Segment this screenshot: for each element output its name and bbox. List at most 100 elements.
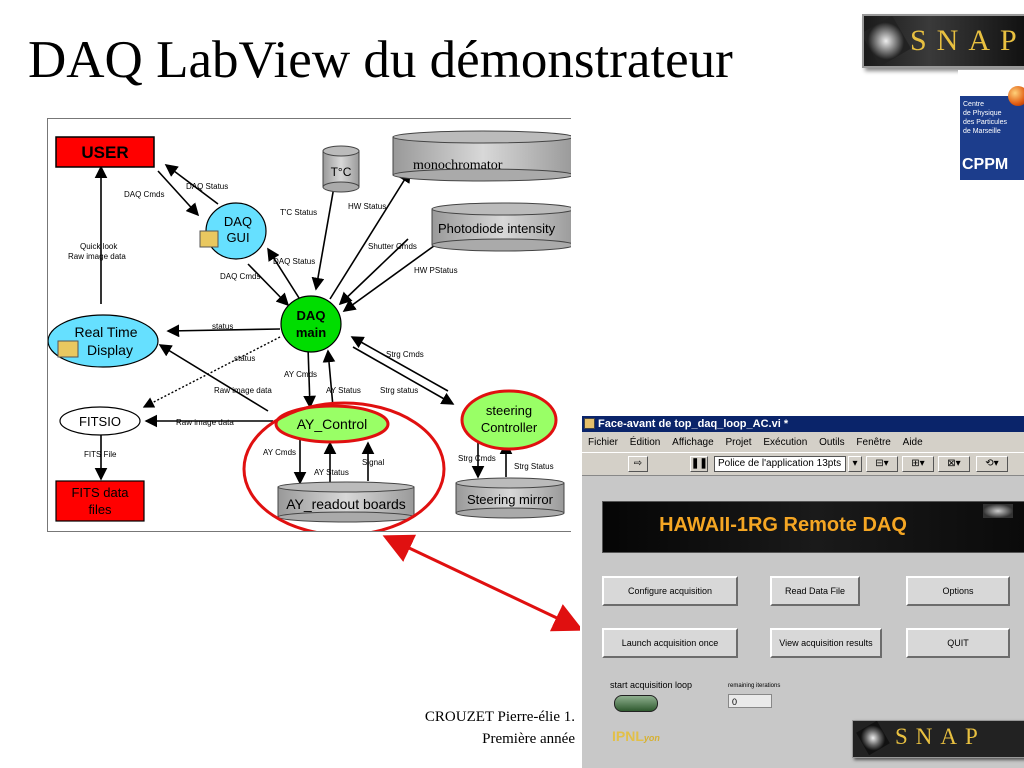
node-tc bbox=[322, 150, 360, 188]
menu-projet[interactable]: Projet bbox=[725, 437, 752, 448]
edge-label: status bbox=[212, 322, 233, 331]
node-ay-control-label: AY_Control bbox=[297, 416, 368, 432]
folder-icon bbox=[199, 230, 219, 248]
edge-label: Strg Status bbox=[514, 462, 554, 471]
menu-affichage[interactable]: Affichage bbox=[672, 437, 714, 448]
arrow-strg-cmds bbox=[350, 336, 449, 392]
arrow-daq-cmds-gui bbox=[157, 170, 200, 217]
remaining-iterations-indicator: 0 bbox=[728, 694, 772, 708]
cppm-abbr: CPPM bbox=[962, 156, 1009, 173]
pause-icon[interactable]: ❚❚ bbox=[690, 456, 708, 472]
footer-author: CROUZET Pierre-élie 1. bbox=[424, 709, 575, 725]
quit-button[interactable]: QUIT bbox=[906, 628, 1010, 658]
ipnl-sub: yon bbox=[643, 733, 660, 743]
arrow-ay-cmds-main bbox=[303, 346, 317, 409]
edge-label: HW Status bbox=[348, 202, 386, 211]
node-fitsio bbox=[59, 406, 141, 436]
node-fitsio-label: FITSIO bbox=[79, 414, 121, 429]
toolbar: ⇨ ❚❚ Police de l'application 13pts ▾ ⊟▾ … bbox=[582, 452, 1024, 476]
font-select[interactable]: Police de l'application 13pts bbox=[714, 456, 846, 472]
node-daq-main-label: main bbox=[296, 325, 326, 340]
galaxy-icon bbox=[864, 16, 912, 66]
node-user bbox=[55, 136, 155, 168]
snap-logo-text: SNAP bbox=[895, 724, 986, 749]
distribute-icon[interactable]: ⊞▾ bbox=[902, 456, 934, 472]
menu-edition[interactable]: Édition bbox=[629, 437, 661, 448]
read-data-file-button[interactable]: Read Data File bbox=[770, 576, 860, 606]
node-ay-readout-label: AY_readout boards bbox=[286, 496, 406, 512]
node-steering-label: Controller bbox=[481, 420, 538, 435]
reorder-icon[interactable]: ⟲▾ bbox=[976, 456, 1008, 472]
vi-icon bbox=[584, 418, 595, 429]
arrow-status-fitsio-dotted bbox=[142, 336, 281, 408]
edge-label: AY Status bbox=[326, 386, 361, 395]
run-arrow-icon[interactable]: ⇨ bbox=[628, 456, 648, 472]
node-daq-main bbox=[280, 295, 342, 353]
arrow-status-rt bbox=[166, 324, 281, 338]
arrow-shutter-cmds bbox=[338, 238, 409, 306]
arrow-daq-cmds-main bbox=[247, 263, 290, 307]
launch-acquisition-button[interactable]: Launch acquisition once bbox=[602, 628, 738, 658]
link-arrow bbox=[382, 534, 584, 632]
arrow-ay-status-main bbox=[322, 349, 336, 408]
node-steering-controller bbox=[460, 389, 558, 451]
snap-logo-small: SNAP bbox=[852, 720, 1024, 758]
node-tc-label: T°C bbox=[331, 165, 352, 179]
title-banner: HAWAII-1RG Remote DAQ bbox=[602, 501, 1024, 553]
cppm-sphere-icon bbox=[1008, 86, 1024, 106]
node-fits-files bbox=[55, 480, 145, 522]
ipnl-logo: IPNLyon bbox=[612, 728, 682, 748]
arrow-raw-image-rt bbox=[158, 344, 269, 412]
menu-execution[interactable]: Exécution bbox=[763, 437, 808, 448]
arrow-daq-status-user bbox=[164, 164, 219, 205]
slide-title: DAQ LabView du démonstrateur bbox=[28, 31, 733, 89]
window-titlebar[interactable]: Face-avant de top_daq_loop_AC.vi * bbox=[582, 416, 1024, 432]
banner-title: HAWAII-1RG Remote DAQ bbox=[659, 514, 907, 536]
cppm-line: de Marseille bbox=[963, 128, 1001, 135]
options-button[interactable]: Options bbox=[906, 576, 1010, 606]
remaining-label: remaining iterations bbox=[728, 683, 781, 689]
edge-label: Raw image data bbox=[214, 386, 272, 395]
menu-aide[interactable]: Aide bbox=[902, 437, 923, 448]
snap-logo: SNAP bbox=[862, 14, 1024, 68]
cppm-line: des Particules bbox=[963, 119, 1007, 126]
edge-label: HW PStatus bbox=[414, 266, 458, 275]
start-loop-toggle[interactable] bbox=[614, 695, 658, 712]
node-monochromator-label: monochromator bbox=[413, 158, 503, 173]
window-title: Face-avant de top_daq_loop_AC.vi * bbox=[598, 418, 789, 430]
folder-icon bbox=[57, 340, 79, 358]
configure-acquisition-button[interactable]: Configure acquisition bbox=[602, 576, 738, 606]
edge-label: AY Cmds bbox=[284, 370, 317, 379]
node-fits-files-label: files bbox=[88, 502, 112, 517]
edge-label: DAQ Cmds bbox=[220, 272, 260, 281]
edge-label: Raw image data bbox=[176, 418, 234, 427]
font-dropdown-icon[interactable]: ▾ bbox=[848, 456, 862, 472]
edge-label: Raw image data bbox=[68, 252, 126, 261]
edge-label: AY Cmds bbox=[263, 448, 296, 457]
front-panel: HAWAII-1RG Remote DAQ Configure acquisit… bbox=[582, 476, 1024, 768]
resize-icon[interactable]: ⊠▾ bbox=[938, 456, 970, 472]
node-steering-mirror-label: Steering mirror bbox=[467, 492, 554, 507]
align-icon[interactable]: ⊟▾ bbox=[866, 456, 898, 472]
galaxy-icon bbox=[856, 721, 890, 756]
edge-label: Quick look bbox=[80, 242, 118, 251]
arrow-hw-pstatus bbox=[342, 242, 439, 312]
node-realtime-label: Display bbox=[87, 342, 133, 358]
font-select-value: Police de l'application 13pts bbox=[718, 458, 842, 469]
edge-label: FITS File bbox=[84, 450, 117, 459]
node-daq-gui-label: GUI bbox=[226, 230, 249, 245]
edge-label: status bbox=[234, 354, 255, 363]
edge-label: AY Status bbox=[314, 468, 349, 477]
edge-label: Shutter Cmds bbox=[368, 242, 417, 251]
menu-outils[interactable]: Outils bbox=[819, 437, 845, 448]
menu-fichier[interactable]: Fichier bbox=[588, 437, 619, 448]
snap-logo-text: SNAP bbox=[910, 24, 1024, 57]
menu-bar: Fichier Édition Affichage Projet Exécuti… bbox=[582, 434, 1024, 451]
menu-fenetre[interactable]: Fenêtre bbox=[856, 437, 891, 448]
node-daq-main-label: DAQ bbox=[297, 308, 326, 323]
cppm-line: de Physique bbox=[963, 110, 1002, 117]
ipnl-text: IPNL bbox=[612, 728, 644, 744]
view-results-button[interactable]: View acquisition results bbox=[770, 628, 882, 658]
edge-label: Strg Cmds bbox=[458, 454, 496, 463]
highlight-ring bbox=[242, 401, 446, 531]
